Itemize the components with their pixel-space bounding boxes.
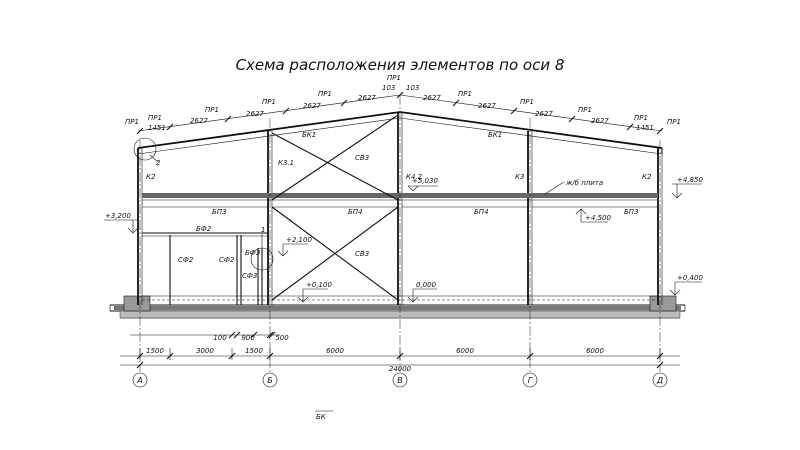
roof-dim-2627-8: 2627 [591, 117, 609, 125]
axis-label-b: Б [267, 376, 273, 385]
roof-dim-2627-5: 2627 [423, 94, 441, 102]
purlin-label-4: ПР1 [318, 90, 332, 98]
roof-dim-2627-4: 2627 [358, 94, 376, 102]
roof-dim-2627-6: 2627 [478, 102, 496, 110]
label-bk1-right: БК1 [488, 131, 502, 139]
label-k2-left: К2 [146, 173, 156, 181]
label-sf2-right: СФ2 [219, 256, 235, 264]
label-k2-right: К2 [642, 173, 652, 181]
bottom-dimension-chain [120, 331, 680, 369]
roof-dimension-chain [136, 91, 664, 135]
label-bk-bottom: БК [316, 413, 327, 421]
axis-bubbles: А Б В Г Д [132, 372, 668, 388]
elev-4850: +4,850 [677, 176, 703, 184]
label-sf2-left: СФ2 [178, 256, 194, 264]
label-bp4-left: БП4 [348, 208, 363, 216]
dim-6000-c: 6000 [586, 347, 604, 355]
purlin-label-ridge: ПР1 [387, 74, 401, 82]
elev-3200: +3,200 [105, 212, 131, 220]
roof-dim-103-left: 103 [382, 84, 395, 92]
ground-slab [109, 295, 686, 319]
elevation-markers: +5,030 +4,850 +4,500 +3,200 +2,100 +0,40… [104, 176, 703, 303]
node-label-1: 1 [261, 226, 265, 234]
purlin-label-1: ПР1 [148, 114, 162, 122]
axis-label-d: Д [656, 376, 663, 385]
label-bp3-left: БП3 [212, 208, 227, 216]
purlin-label-7: ПР1 [578, 106, 592, 114]
elev-4500: +4,500 [585, 214, 611, 222]
dim-100: 100 [213, 334, 227, 342]
roof-dim-2627-1: 2627 [190, 117, 208, 125]
purlin-label-5: ПР1 [458, 90, 472, 98]
purlin-label-2: ПР1 [205, 106, 219, 114]
label-k42: К4.2 [406, 173, 423, 181]
node-2-callout [133, 137, 157, 161]
label-bk1-left: БК1 [302, 131, 316, 139]
label-bp3-right: БП3 [624, 208, 639, 216]
elev-400: +0,400 [677, 274, 703, 282]
dim-3000: 3000 [196, 347, 214, 355]
axis-label-g: Г [528, 376, 533, 385]
cross-bracing [271, 114, 399, 301]
columns [137, 113, 663, 305]
dim-6000-b: 6000 [456, 347, 474, 355]
axis-label-v: В [397, 376, 403, 385]
label-sv3-lower: СВ3 [355, 250, 369, 258]
label-sf3: СФ3 [242, 272, 257, 280]
label-bf2: БФ2 [196, 225, 212, 233]
label-sv3-upper: СВ3 [355, 154, 369, 162]
grid-center-lines [139, 95, 661, 372]
purlin-label-6: ПР1 [520, 98, 534, 106]
label-slab: ж/б плита [565, 179, 603, 187]
label-k31: К3.1 [278, 159, 294, 167]
dim-900: 900 [241, 334, 255, 342]
dim-500: 500 [275, 334, 289, 342]
roof-rafters [137, 111, 663, 155]
elev-5030: +5,030 [412, 177, 438, 185]
elev-2100: +2,100 [286, 236, 312, 244]
roof-dim-2627-7: 2627 [535, 110, 553, 118]
roof-dim-103-right: 103 [406, 84, 419, 92]
dim-6000-a: 6000 [326, 347, 344, 355]
label-bp4-right: БП4 [474, 208, 489, 216]
roof-dim-1451-left: 1451 [148, 124, 166, 132]
purlin-label-3: ПР1 [262, 98, 276, 106]
purlin-label-left-end: ПР1 [125, 118, 139, 126]
elev-0: 0,000 [416, 281, 437, 289]
roof-dim-2627-3: 2627 [303, 102, 321, 110]
purlin-label-right-end: ПР1 [667, 118, 681, 126]
drawing-title: Схема расположения элементов по оси 8 [236, 56, 565, 74]
node-label-2: 2 [156, 159, 161, 167]
dim-1500-b: 1500 [245, 347, 263, 355]
dim-1500-a: 1500 [146, 347, 164, 355]
roof-dim-1451-right: 1451 [636, 124, 654, 132]
dim-total-24000: 24000 [389, 365, 412, 373]
roof-dim-2627-2: 2627 [246, 110, 264, 118]
label-k3: К3 [515, 173, 524, 181]
elev-100: +0,100 [306, 281, 332, 289]
axis-label-a: А [136, 376, 142, 385]
purlin-label-8: ПР1 [634, 114, 648, 122]
